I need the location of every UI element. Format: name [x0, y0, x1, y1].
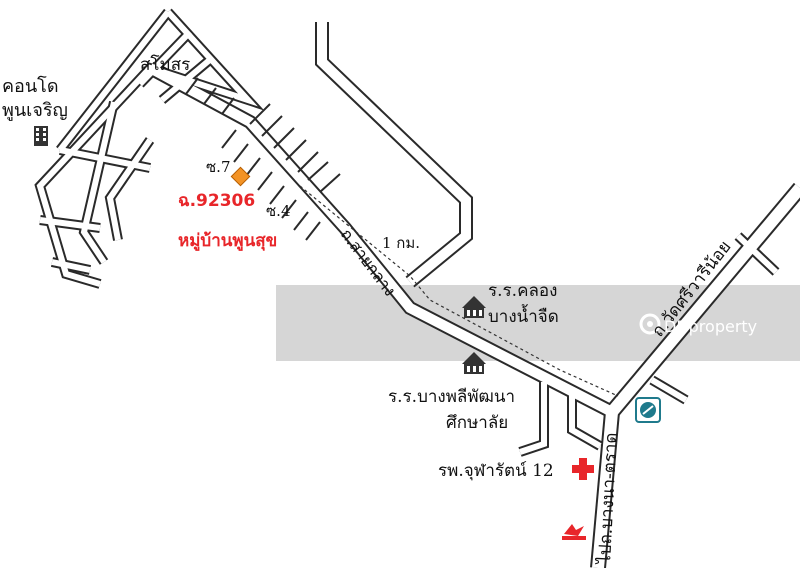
road-village-6-fill — [59, 147, 151, 171]
soi-east-group — [249, 103, 319, 173]
road-school-loop — [518, 382, 549, 457]
soi-south-group — [221, 129, 321, 241]
label-school1-line2: บางน้ำจืด — [488, 304, 559, 327]
road-village-frame-fill — [36, 9, 258, 287]
road-east-spur-fill — [735, 233, 779, 275]
building-icon — [34, 126, 48, 146]
road-east-spur-2-fill — [650, 377, 688, 403]
watermark-text: DDproperty — [664, 317, 757, 336]
gas-station-icon — [635, 397, 661, 423]
road-wat-sriwari-fill — [607, 184, 800, 416]
road-bangna-fill — [592, 411, 618, 568]
road-village-2-fill — [137, 29, 193, 87]
property-marker-icon — [230, 166, 251, 187]
dashed-path — [299, 185, 619, 397]
label-condo-line1: คอนโด — [2, 75, 59, 97]
honda-logo-icon — [562, 524, 586, 540]
road-network — [34, 8, 800, 568]
road-north-fill — [317, 22, 471, 286]
soi-lanes — [185, 77, 341, 241]
road-saiklang-fill — [147, 63, 615, 417]
label-soi7: ซ.7 — [206, 158, 231, 176]
road-village-1-fill — [57, 10, 171, 152]
road-school-loop-fill — [519, 382, 547, 455]
label-road-bangna: ไปถ.บางนา-ตราด — [594, 432, 622, 566]
label-condo-line2: พูนเจริญ — [2, 100, 68, 121]
road-village-4-fill — [80, 101, 117, 264]
school-icon — [462, 296, 486, 318]
road-village-8-fill — [51, 259, 91, 273]
road-school-loop-2-fill — [569, 392, 602, 449]
school-icon-2 — [462, 352, 486, 374]
label-samosorn: สโมสร — [140, 54, 190, 75]
road-village-7-fill — [39, 217, 101, 231]
label-hospital: รพ.จุฬารัตน์ 12 — [438, 461, 554, 481]
label-village: หมู่บ้านพูนสุข — [178, 231, 277, 252]
road-village-3-fill — [160, 55, 214, 103]
label-school2-line2: ศึกษาลัย — [446, 413, 508, 433]
label-soi4: ซ.4 — [266, 202, 291, 220]
road-village-5-fill — [106, 138, 153, 241]
label-distance: 1 กม. — [382, 234, 420, 252]
soi-north-group — [185, 77, 235, 115]
label-school2-line1: ร.ร.บางพลีพัฒนา — [388, 387, 515, 407]
soi-east-group-2 — [307, 161, 341, 193]
road-fills — [36, 9, 800, 568]
label-school1-line1: ร.ร.คลอง — [488, 281, 557, 301]
label-deed: ฉ.92306 — [178, 191, 255, 211]
red-cross-icon — [572, 458, 594, 480]
ddproperty-logo-icon — [639, 313, 661, 335]
